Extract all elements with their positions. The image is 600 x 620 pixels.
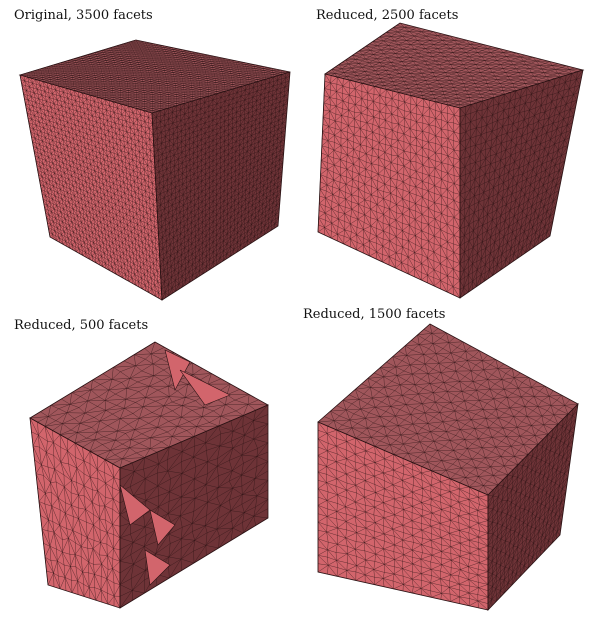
left-face-mesh — [317, 73, 461, 299]
mesh-cube-reduced-1500 — [317, 323, 579, 611]
left-face-mesh — [29, 417, 121, 609]
panel-original: Original, 3500 facets — [0, 0, 300, 310]
distorted-facet — [149, 509, 176, 546]
panel-reduced-500: Reduced, 500 facets — [0, 310, 300, 620]
distorted-facet — [164, 349, 191, 391]
mesh-cube-original — [18, 39, 291, 301]
panel-reduced-1500: Reduced, 1500 facets — [300, 307, 600, 620]
panel-reduced-2500: Reduced, 2500 facets — [300, 0, 600, 310]
caption-reduced-2500: Reduced, 2500 facets — [316, 8, 459, 23]
caption-original: Original, 3500 facets — [14, 8, 153, 23]
caption-reduced-500: Reduced, 500 facets — [14, 318, 149, 333]
right-face-mesh — [487, 403, 579, 611]
mesh-cube-reduced-500 — [29, 341, 269, 609]
top-face-mesh — [19, 39, 291, 114]
top-face-mesh — [317, 323, 579, 496]
distorted-facet — [179, 369, 231, 406]
caption-reduced-1500: Reduced, 1500 facets — [303, 307, 446, 322]
right-face-mesh — [151, 71, 291, 301]
left-face-mesh — [19, 74, 163, 301]
mesh-cube-reduced-2500 — [317, 22, 585, 299]
distorted-facet — [119, 484, 151, 526]
left-face-mesh — [317, 421, 489, 611]
right-face-mesh — [459, 69, 584, 299]
distorted-facet — [144, 549, 171, 586]
top-face-mesh — [324, 22, 584, 109]
